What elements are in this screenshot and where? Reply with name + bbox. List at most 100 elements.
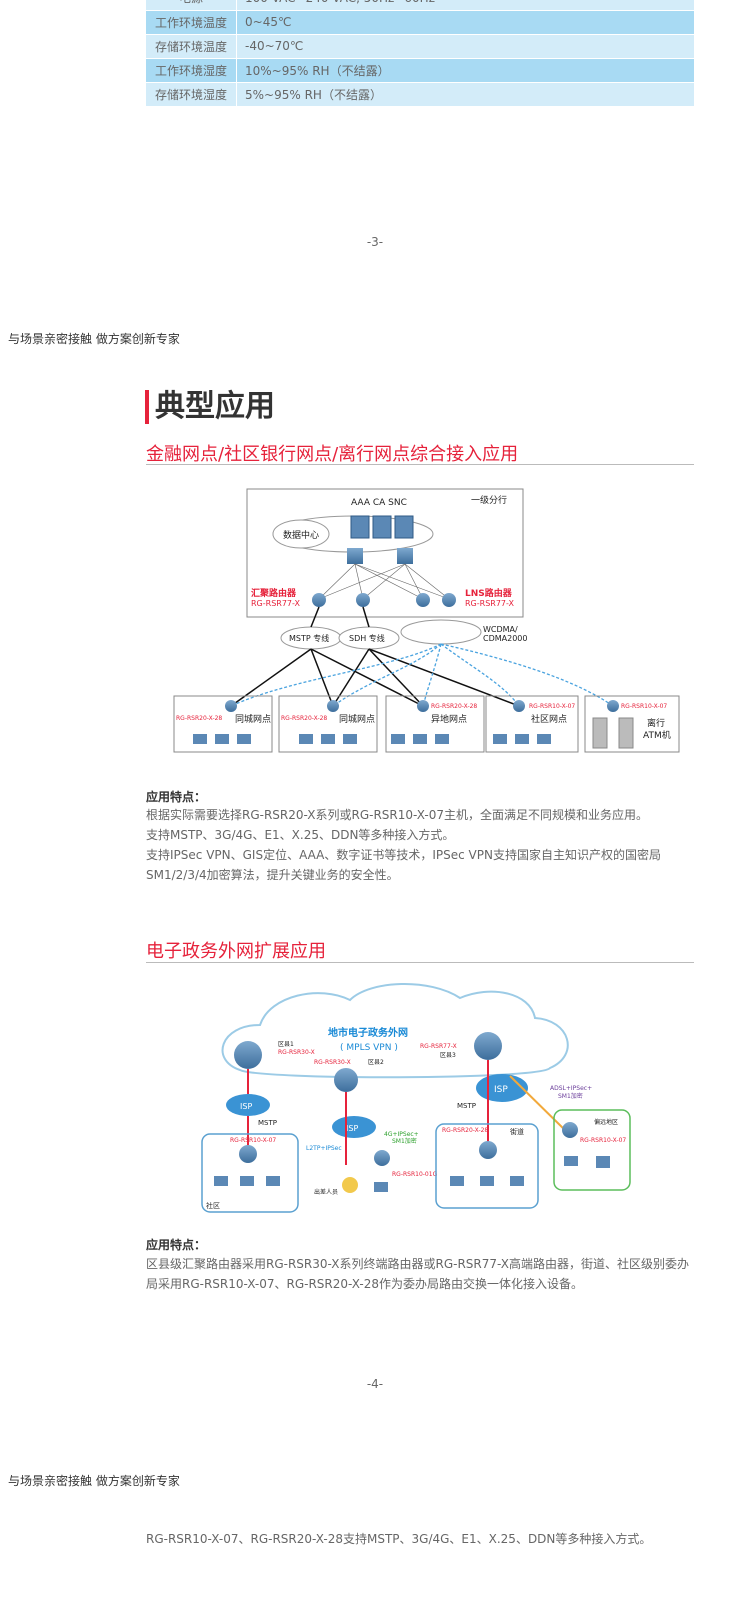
feature-text: 支持IPSec VPN、GIS定位、AAA、数字证书等技术，IPSec VPN支… — [146, 848, 661, 882]
site-box: RG-RSR20-X-28 同城网点 — [173, 695, 273, 753]
spec-label: 存储环境温度 — [146, 34, 237, 59]
spec-row: 存储环境湿度 5%~95% RH（不结露） — [146, 82, 694, 107]
feature-text: 区县级汇聚路由器采用RG-RSR30-X系列终端路由器或RG-RSR77-X高端… — [146, 1257, 689, 1291]
spec-value: 5%~95% RH（不结露） — [236, 82, 694, 107]
remote-model: RG-RSR10-X-07 — [580, 1137, 626, 1144]
financial-network-diagram: 一级分行 AAA CA SNC 数据中心 汇聚路由器 RG-RSR77-X LN… — [173, 488, 681, 756]
agg-router-label: 汇聚路由器 — [251, 587, 297, 599]
site-box: RG-RSR10-X-07 离行 ATM机 — [584, 695, 680, 753]
datacenter-label: 数据中心 — [283, 529, 319, 541]
router-icon — [513, 700, 525, 712]
community-box — [201, 1133, 299, 1213]
spec-value: -40~70℃ — [236, 34, 694, 59]
switch-icon — [397, 548, 413, 564]
site-name: 社区网点 — [531, 713, 567, 725]
diagram2-svg: 地市电子政务外网 ( MPLS VPN ) 区县1 RG-RSR30-X RG-… — [201, 983, 631, 1213]
app2-title: 电子政务外网扩展应用 — [146, 941, 326, 962]
community-label: 社区 — [206, 1201, 220, 1210]
feature-text: 支持MSTP、3G/4G、E1、X.25、DDN等多种接入方式。 — [146, 828, 455, 842]
feature-text: 根据实际需要选择RG-RSR20-X系列或RG-RSR10-X-07主机，全面满… — [146, 808, 648, 822]
cloud-title: 地市电子政务外网 — [328, 1026, 408, 1039]
spec-label: 工作环境湿度 — [146, 58, 237, 83]
mstp-right: MSTP — [457, 1102, 476, 1110]
site-model: RG-RSR20-X-28 — [431, 703, 477, 710]
router-icon — [474, 1032, 502, 1060]
router-icon — [334, 1068, 358, 1092]
community-model: RG-RSR10-X-07 — [230, 1137, 276, 1144]
person-icon — [342, 1177, 358, 1193]
header-slogan: 与场景亲密接触 做方案创新专家 — [8, 1474, 180, 1488]
wireless-cloud — [400, 619, 482, 645]
atm-label: ATM机 — [643, 729, 671, 741]
app1-title: 金融网点/社区银行网点/离行网点综合接入应用 — [146, 444, 519, 465]
area3-label: 区县3 — [440, 1052, 456, 1059]
app1-rule — [146, 464, 694, 465]
spec-table: 电源 100 VAC~240 VAC, 50Hz~60Hz 工作环境温度 0~4… — [146, 0, 694, 107]
lns-router-label: LNS路由器 — [465, 587, 513, 599]
wireless-label: WCDMA/ — [483, 625, 518, 634]
router-icon — [416, 593, 430, 607]
staff-label: 出差人员 — [314, 1188, 338, 1196]
street-box — [435, 1123, 539, 1209]
page-number: -4- — [366, 1377, 384, 1391]
spec-row: 电源 100 VAC~240 VAC, 50Hz~60Hz — [146, 0, 694, 11]
l2tp-label: L2TP+IPSec — [306, 1145, 342, 1152]
sdh-label: SDH 专线 — [349, 633, 385, 643]
spec-value: 0~45℃ — [236, 10, 694, 35]
isp-label: ISP — [346, 1124, 358, 1133]
site-name: 同城网点 — [339, 714, 375, 725]
router-icon — [442, 593, 456, 607]
adsl-label: ADSL+IPSec+ — [550, 1085, 592, 1092]
router-icon — [312, 593, 326, 607]
street-label: 街道 — [510, 1127, 524, 1136]
spec-label: 工作环境温度 — [146, 10, 237, 35]
mstp-label: MSTP 专线 — [289, 633, 329, 643]
remote-label: 偏远地区 — [594, 1118, 618, 1126]
atm-icon — [592, 717, 608, 749]
page-number: -3- — [366, 235, 384, 249]
g4-label-2: SM1加密 — [392, 1137, 417, 1145]
area1-model: RG-RSR30-X — [278, 1049, 315, 1056]
cloud-sub: ( MPLS VPN ) — [340, 1043, 398, 1053]
site-box: RG-RSR20-X-28 异地网点 — [385, 695, 485, 753]
isp-cloud — [332, 1116, 376, 1138]
site-name: 异地网点 — [431, 713, 467, 725]
header-slogan: 与场景亲密接触 做方案创新专家 — [8, 332, 180, 346]
router-icon — [417, 700, 429, 712]
egov-network-diagram: 地市电子政务外网 ( MPLS VPN ) 区县1 RG-RSR30-X RG-… — [200, 980, 640, 1215]
servers-label: AAA CA SNC — [351, 498, 407, 508]
spec-row: 存储环境温度 -40~70℃ — [146, 34, 694, 59]
site-model: RG-RSR20-X-28 — [176, 715, 222, 722]
app1-features: 根据实际需要选择RG-RSR20-X系列或RG-RSR10-X-07主机，全面满… — [146, 805, 696, 885]
app2-features-head: 应用特点： — [146, 1238, 207, 1252]
area2-model: RG-RSR30-X — [314, 1059, 351, 1066]
app1-features-head: 应用特点： — [146, 790, 207, 804]
lns-router-model: RG-RSR77-X — [465, 599, 515, 608]
adsl-label-2: SM1加密 — [558, 1092, 583, 1100]
router-icon — [607, 700, 619, 712]
spec-value: 10%~95% RH（不结露） — [236, 58, 694, 83]
router-icon — [356, 593, 370, 607]
section-accent-bar — [145, 390, 149, 424]
street-model: RG-RSR20-X-28 — [442, 1127, 488, 1134]
spec-row: 工作环境湿度 10%~95% RH（不结露） — [146, 58, 694, 83]
site-model: RG-RSR20-X-28 — [281, 715, 327, 722]
app2-rule — [146, 962, 694, 963]
router-icon — [479, 1141, 497, 1159]
next-page-text: RG-RSR10-X-07、RG-RSR20-X-28支持MSTP、3G/4G、… — [146, 1532, 652, 1546]
site-box: RG-RSR20-X-28 同城网点 — [278, 695, 378, 753]
staff-model: RG-RSR10-01G — [392, 1171, 438, 1178]
site-model: RG-RSR10-X-07 — [621, 703, 667, 710]
g4-label: 4G+IPSec+ — [384, 1131, 419, 1138]
site-model: RG-RSR10-X-07 — [529, 703, 575, 710]
area1-label: 区县1 — [278, 1041, 294, 1048]
atm-icon — [618, 717, 634, 749]
router-icon — [374, 1150, 390, 1166]
mstp-left: MSTP — [258, 1119, 277, 1127]
remote-box — [553, 1109, 631, 1191]
isp-cloud — [226, 1094, 270, 1116]
isp-label: ISP — [494, 1085, 508, 1095]
router-icon — [225, 700, 237, 712]
spec-value: 100 VAC~240 VAC, 50Hz~60Hz — [236, 0, 694, 11]
site-name: 同城网点 — [235, 714, 271, 725]
